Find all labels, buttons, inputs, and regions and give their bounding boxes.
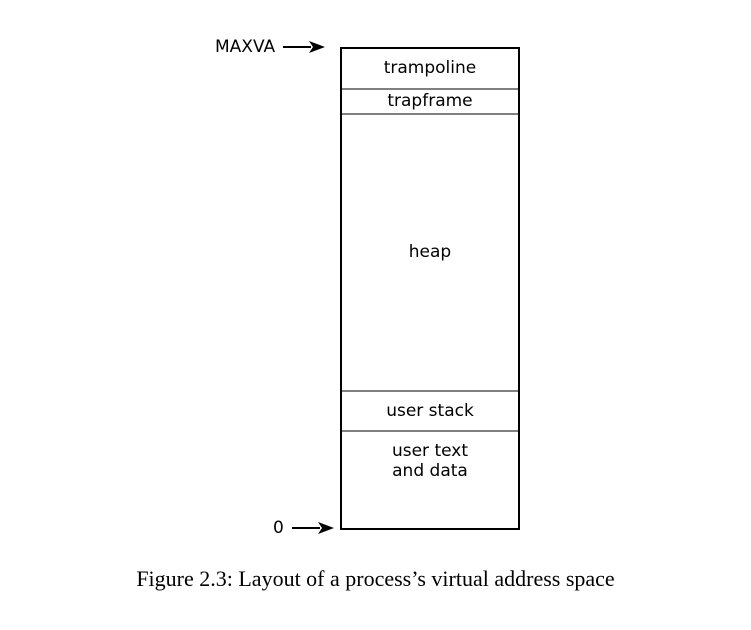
- annotation-maxva: MAXVA: [215, 36, 326, 58]
- right-arrow-icon: [291, 521, 334, 535]
- right-arrow-icon: [283, 40, 326, 54]
- segment-user-stack-label: user stack: [386, 400, 474, 421]
- annotation-zero-label: 0: [273, 518, 284, 538]
- segment-user-text-and-data-label: user text and data: [391, 441, 469, 482]
- figure-caption: Figure 2.3: Layout of a process’s virtua…: [136, 566, 615, 591]
- annotation-zero: 0: [273, 517, 334, 539]
- segment-trampoline: trampoline: [342, 49, 518, 88]
- segment-trampoline-label: trampoline: [383, 58, 477, 79]
- segment-trapframe-label: trapframe: [387, 91, 473, 112]
- segment-heap: heap: [342, 113, 518, 390]
- segment-user-stack: user stack: [342, 390, 518, 430]
- virtual-address-space-box: trampoline trapframe heap user stack use…: [340, 47, 520, 530]
- segment-heap-label: heap: [408, 242, 452, 263]
- segment-trapframe: trapframe: [342, 88, 518, 113]
- segment-user-text-and-data: user text and data: [342, 430, 518, 526]
- annotation-maxva-label: MAXVA: [215, 37, 276, 57]
